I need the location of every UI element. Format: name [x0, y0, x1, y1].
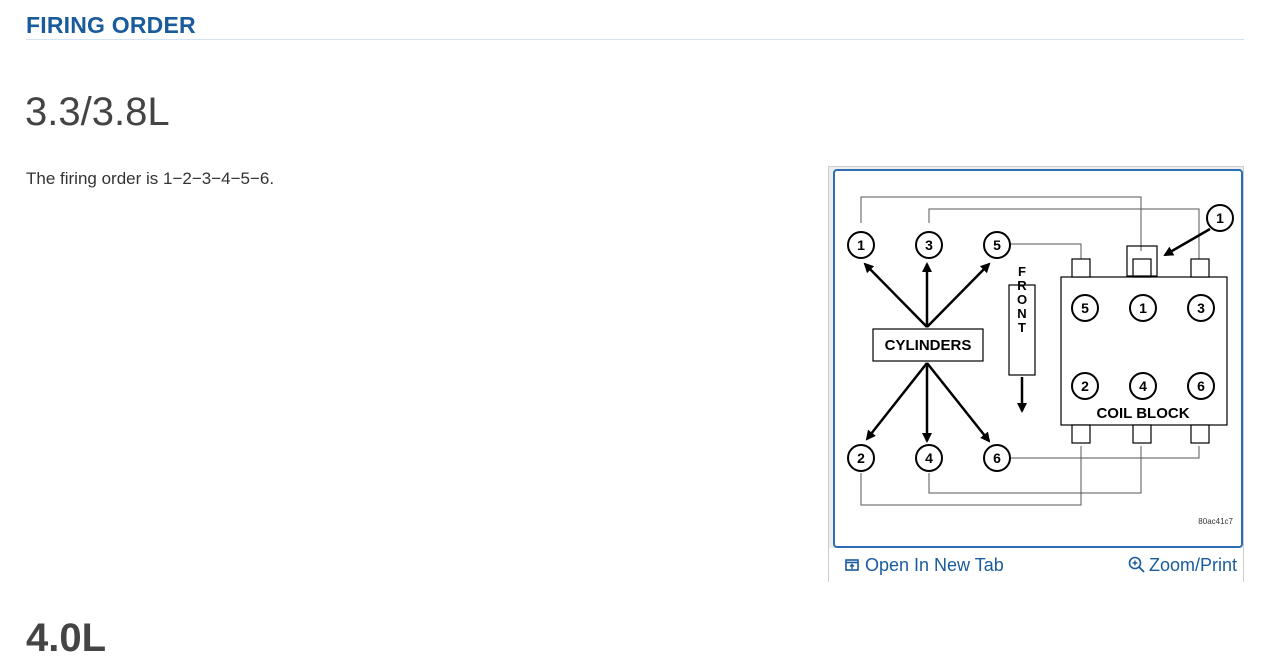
coil-terminal-top-3	[1190, 258, 1210, 278]
coil-terminal-bottom-1	[1071, 424, 1091, 444]
coil-bottom-3: 6	[1197, 378, 1205, 394]
section-title: FIRING ORDER	[26, 12, 196, 38]
diagram-image[interactable]: 1 3 5 2 4 6 5 1 3 2 4 6 1 CYLINDERS COIL…	[833, 169, 1243, 548]
front-label: FRONT	[1015, 264, 1030, 334]
zoom-icon	[1128, 556, 1146, 574]
coil-block-label: COIL BLOCK	[1096, 405, 1189, 422]
zoom-print-label: Zoom/Print	[1148, 554, 1237, 575]
cyl-top-2: 3	[925, 237, 933, 253]
wire-5	[1009, 243, 1082, 259]
firing-order-text: The firing order is 1−2−3−4−5−6.	[26, 169, 275, 188]
coil-terminal-bottom-2	[1132, 424, 1152, 444]
coil-terminal-top-1	[1071, 258, 1091, 278]
figure-id: 80ac41c7	[1198, 517, 1233, 526]
wire-3	[928, 208, 1200, 259]
firing-order-diagram: 1 3 5 2 4 6 5 1 3 2 4 6 1 CYLINDERS COIL…	[847, 196, 1234, 526]
cylinders-label: CYLINDERS	[885, 337, 972, 354]
front-box	[1008, 284, 1036, 376]
coil-top-2: 1	[1139, 300, 1147, 316]
wire-6	[1009, 446, 1200, 459]
coil-terminal-highlight	[1126, 245, 1158, 277]
open-new-tab-icon	[845, 558, 859, 572]
engine-heading: 3.3/3.8L	[25, 90, 170, 134]
open-new-tab-label: Open In New Tab	[865, 554, 1004, 575]
figure-toolbar: Open In New Tab Zoom/Print	[829, 548, 1243, 582]
coil-bottom-1: 2	[1081, 378, 1089, 394]
open-new-tab-button[interactable]: Open In New Tab	[845, 552, 1004, 578]
zoom-print-button[interactable]: Zoom/Print	[1128, 552, 1237, 578]
cyl-bottom-2: 4	[925, 450, 933, 466]
wire-4	[928, 446, 1142, 494]
coil-terminal-top-2	[1132, 258, 1152, 278]
coil-top-3: 3	[1197, 300, 1205, 316]
callout-number: 1	[1216, 210, 1224, 226]
cyl-top-1: 1	[857, 237, 865, 253]
wire-1	[860, 196, 1142, 251]
wire-2	[860, 446, 1082, 506]
diagram-figure: 1 3 5 2 4 6 5 1 3 2 4 6 1 CYLINDERS COIL…	[828, 166, 1244, 582]
cyl-bottom-1: 2	[857, 450, 865, 466]
section-header: FIRING ORDER	[26, 11, 1244, 40]
cylinders-box	[872, 328, 984, 362]
cyl-bottom-3: 6	[993, 450, 1001, 466]
coil-terminal-bottom-3	[1190, 424, 1210, 444]
coil-top-1: 5	[1081, 300, 1089, 316]
coil-bottom-2: 4	[1139, 378, 1147, 394]
cyl-top-3: 5	[993, 237, 1001, 253]
next-engine-heading: 4.0L	[26, 616, 107, 660]
